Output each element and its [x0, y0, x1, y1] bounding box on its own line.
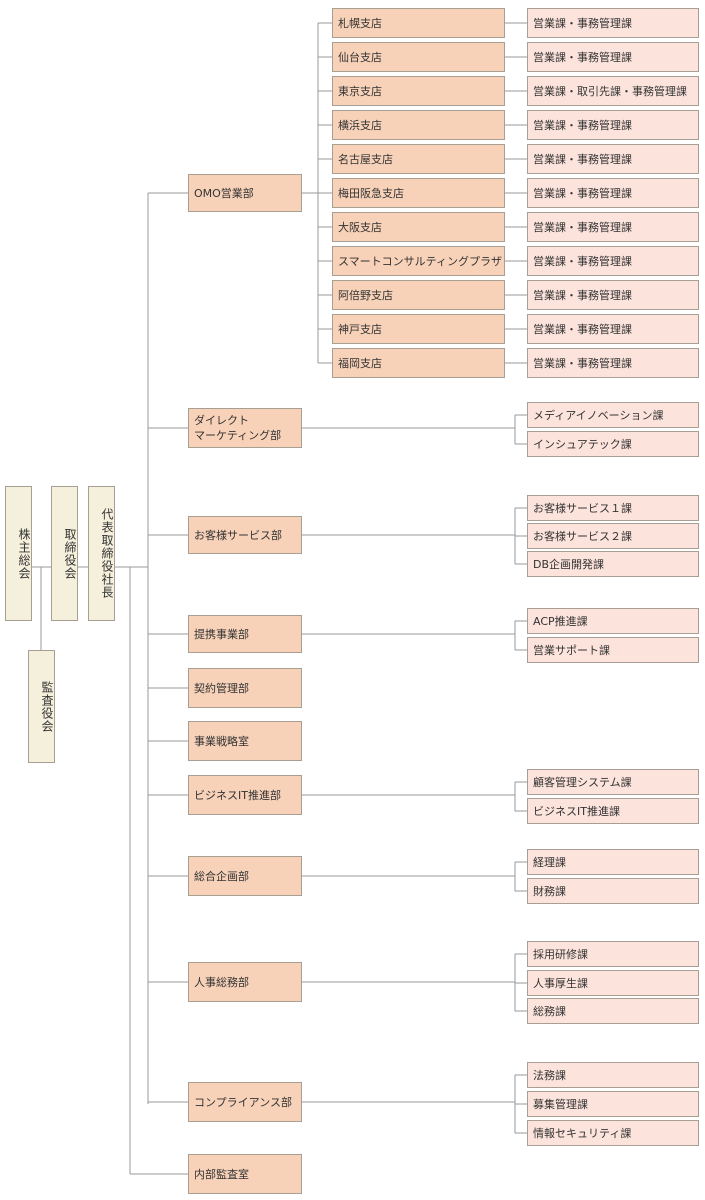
section-box: 人事厚生課 — [527, 970, 699, 996]
section-box: 法務課 — [527, 1062, 699, 1088]
branch-box: 阿倍野支店 — [332, 280, 505, 310]
dept-box: OMO営業部 — [188, 174, 302, 212]
branch-sections-box: 営業課・事務管理課 — [527, 8, 699, 38]
president-box: 代表取締役社長 — [88, 486, 115, 621]
section-box: 総務課 — [527, 998, 699, 1024]
branch-sections-box: 営業課・事務管理課 — [527, 42, 699, 72]
dept-box: ダイレクト マーケティング部 — [188, 408, 302, 448]
section-box: 採用研修課 — [527, 941, 699, 967]
section-box: 募集管理課 — [527, 1091, 699, 1117]
section-box: お客様サービス２課 — [527, 523, 699, 549]
dept-box: 総合企画部 — [188, 856, 302, 896]
branch-sections-box: 営業課・事務管理課 — [527, 144, 699, 174]
branch-box: 福岡支店 — [332, 348, 505, 378]
branch-box: 札幌支店 — [332, 8, 505, 38]
branch-sections-box: 営業課・事務管理課 — [527, 110, 699, 140]
dept-box: 内部監査室 — [188, 1154, 302, 1194]
section-box: 情報セキュリティ課 — [527, 1120, 699, 1146]
section-box: 営業サポート課 — [527, 637, 699, 663]
section-box: 顧客管理システム課 — [527, 769, 699, 795]
branch-box: 仙台支店 — [332, 42, 505, 72]
dept-box: 事業戦略室 — [188, 721, 302, 761]
branch-sections-box: 営業課・事務管理課 — [527, 280, 699, 310]
branch-sections-box: 営業課・事務管理課 — [527, 178, 699, 208]
branch-sections-box: 営業課・事務管理課 — [527, 212, 699, 242]
section-box: 経理課 — [527, 849, 699, 875]
branch-box: 大阪支店 — [332, 212, 505, 242]
section-box: インシュアテック課 — [527, 431, 699, 457]
dept-box: 人事総務部 — [188, 962, 302, 1002]
branch-box: スマートコンサルティングプラザ — [332, 246, 505, 276]
branch-box: 神戸支店 — [332, 314, 505, 344]
dept-box: お客様サービス部 — [188, 516, 302, 554]
section-box: DB企画開発課 — [527, 551, 699, 577]
section-box: 財務課 — [527, 878, 699, 904]
auditors-box: 監査役会 — [28, 650, 55, 763]
section-box: ACP推進課 — [527, 608, 699, 634]
branch-sections-box: 営業課・取引先課・事務管理課 — [527, 76, 699, 106]
section-box: メディアイノベーション課 — [527, 402, 699, 428]
branch-box: 東京支店 — [332, 76, 505, 106]
dept-box: 契約管理部 — [188, 668, 302, 708]
board-box: 取締役会 — [51, 486, 78, 621]
branch-sections-box: 営業課・事務管理課 — [527, 314, 699, 344]
dept-box: コンプライアンス部 — [188, 1082, 302, 1122]
section-box: ビジネスIT推進課 — [527, 798, 699, 824]
branch-box: 梅田阪急支店 — [332, 178, 505, 208]
branch-sections-box: 営業課・事務管理課 — [527, 348, 699, 378]
shareholders-box: 株主総会 — [5, 486, 32, 621]
dept-box: ビジネスIT推進部 — [188, 775, 302, 815]
branch-box: 横浜支店 — [332, 110, 505, 140]
branch-box: 名古屋支店 — [332, 144, 505, 174]
section-box: お客様サービス１課 — [527, 495, 699, 521]
branch-sections-box: 営業課・事務管理課 — [527, 246, 699, 276]
dept-box: 提携事業部 — [188, 615, 302, 653]
